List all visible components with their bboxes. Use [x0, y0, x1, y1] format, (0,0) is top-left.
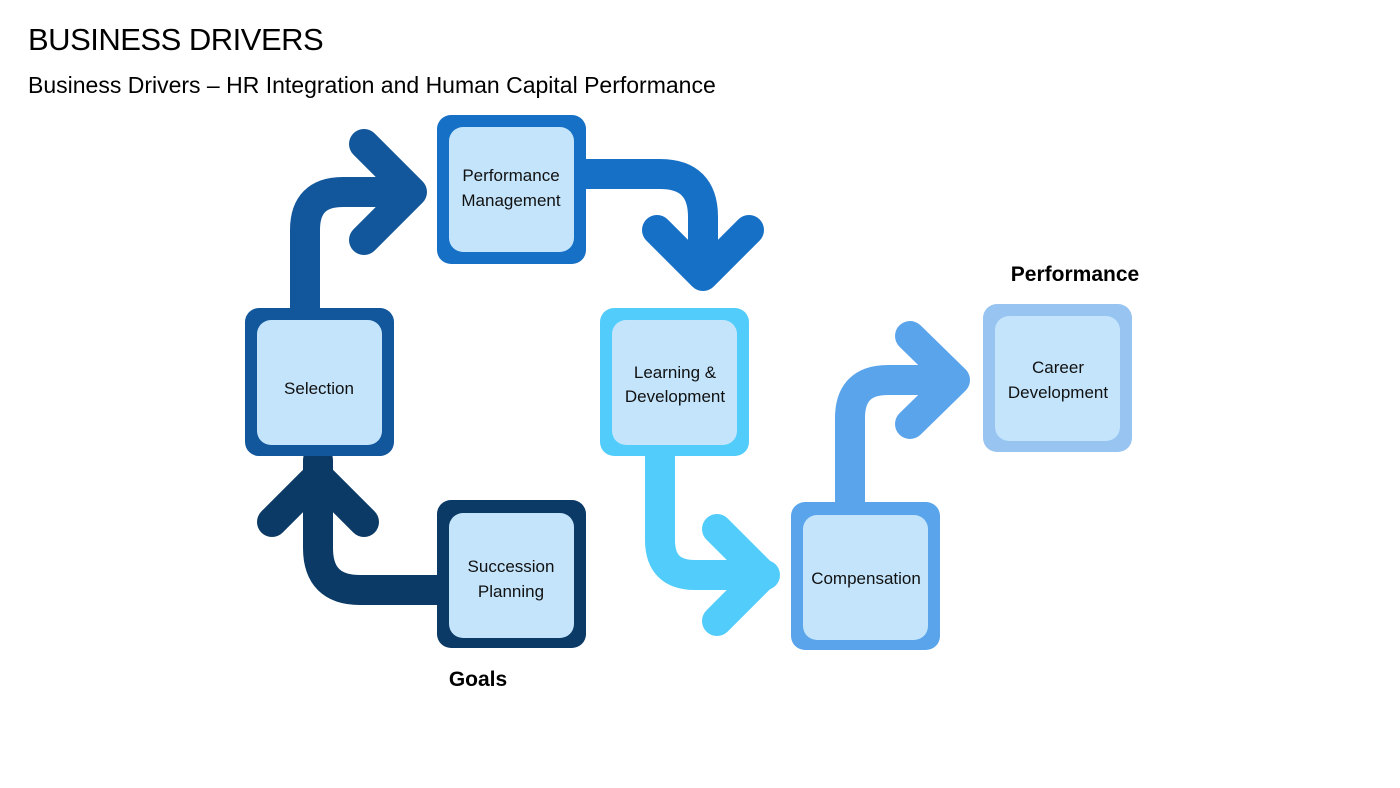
arrow-selection-to-performance-management	[290, 129, 427, 323]
step-label-line: Compensation	[811, 569, 921, 588]
performance-label: Performance	[1011, 263, 1139, 286]
step-label-line: Performance	[462, 166, 559, 185]
step-label-line: Development	[1008, 383, 1108, 402]
arrow-performance-management-to-learning	[570, 159, 764, 291]
arrow-succession-to-selection	[257, 445, 452, 605]
step-selection: Selection	[245, 308, 394, 456]
step-label-line: Selection	[284, 379, 354, 398]
step-label-line: Succession	[468, 557, 555, 576]
arrow-learning-to-compensation	[645, 440, 780, 636]
slide-title: BUSINESS DRIVERS	[28, 22, 324, 57]
step-compensation: Compensation	[791, 502, 940, 650]
step-label-line: Management	[461, 191, 561, 210]
step-learning-development: Learning & Development	[600, 308, 749, 456]
step-label-line: Development	[625, 387, 725, 406]
step-succession-planning: Succession Planning	[437, 500, 586, 648]
step-performance-management: Performance Management	[437, 115, 586, 264]
step-label-line: Career	[1032, 358, 1084, 377]
step-career-development: Career Development	[983, 304, 1132, 452]
arrow-compensation-to-career-development	[835, 321, 970, 517]
step-label-line: Planning	[478, 582, 544, 601]
goals-label: Goals	[449, 668, 507, 691]
slide-subtitle: Business Drivers – HR Integration and Hu…	[28, 72, 716, 98]
step-label-line: Learning &	[634, 363, 717, 382]
